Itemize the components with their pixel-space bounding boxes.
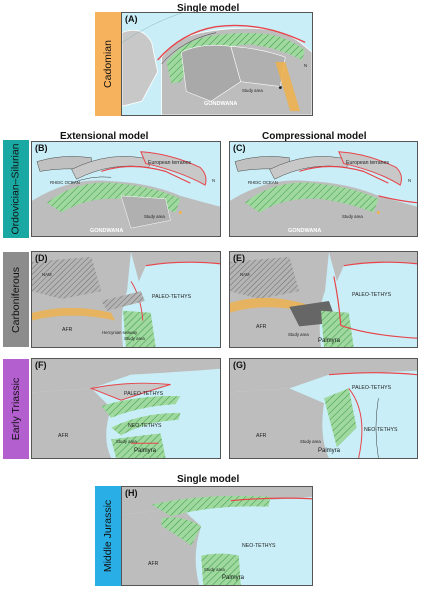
- panel-b-terranes-label: European terranes: [148, 160, 191, 166]
- panel-d-nam-label: NAM: [42, 272, 52, 277]
- panel-h-sea-label: NEO-TETHYS: [242, 543, 276, 549]
- panel-g-sea1-label: PALEO-TETHYS: [352, 385, 392, 391]
- panel-f-sea1-label: PALEO-TETHYS: [124, 391, 164, 397]
- panel-h-afr-label: AFR: [148, 561, 159, 567]
- panel-d-afr-label: AFR: [62, 327, 73, 333]
- panel-c-map: (C) RHEIC OCEAN European terranes GONDWA…: [229, 141, 418, 237]
- panel-h-study-area-label: Study area: [204, 567, 225, 572]
- panel-b-ocean-label: RHEIC OCEAN: [50, 180, 80, 185]
- panel-e-letter: (E): [233, 253, 245, 263]
- panel-a-letter: (A): [125, 14, 138, 24]
- panel-f-study-area-label: Study area: [116, 439, 137, 444]
- period-label-ordovician-silurian: Ordovician–Silurian: [3, 140, 29, 238]
- panel-b-map: (B) RHEIC OCEAN European terranes GONDWA…: [31, 141, 221, 237]
- panel-g-letter: (G): [233, 360, 246, 370]
- panel-f-letter: (F): [35, 360, 47, 370]
- panel-a-north-label: N: [304, 63, 308, 68]
- panel-c-letter: (C): [233, 143, 246, 153]
- panel-e-map: (E) NAM PALEO-TETHYS AFR Study area Palm…: [229, 251, 418, 348]
- panel-b-gondwana-label: GONDWANA: [90, 228, 124, 234]
- panel-b-study-area-label: Study area: [144, 214, 165, 219]
- panel-g-city-label: Palmyra: [318, 448, 341, 454]
- panel-h-city-label: Palmyra: [222, 575, 245, 581]
- header-extensional: Extensional model: [60, 131, 149, 142]
- period-label-middle-jurassic: Middle Jurassic: [95, 486, 121, 586]
- panel-g-afr-label: AFR: [256, 433, 267, 439]
- panel-e-city-label: Palmyra: [318, 338, 341, 344]
- panel-c-terranes-label: European terranes: [346, 160, 389, 166]
- panel-h-letter: (H): [125, 488, 138, 498]
- panel-d-hercynian-label: Hercynian seaway: [102, 330, 138, 335]
- header-single-top: Single model: [177, 3, 240, 14]
- panel-c-ocean-label: RHEIC OCEAN: [248, 180, 278, 185]
- panel-d-letter: (D): [35, 253, 48, 263]
- panel-d-study-area-label: Study area: [124, 336, 145, 341]
- panel-b-letter: (B): [35, 143, 48, 153]
- panel-g-study-area-label: Study area: [300, 439, 321, 444]
- panel-b-north-label: N: [212, 178, 216, 183]
- panel-f-map: (F) PALEO-TETHYS NEO-TETHYS AFR Study ar…: [31, 358, 221, 459]
- panel-f-sea2-label: NEO-TETHYS: [128, 423, 162, 429]
- panel-g-sea2-label: NEO-TETHYS: [364, 427, 398, 433]
- panel-c-gondwana-label: GONDWANA: [288, 228, 322, 234]
- panel-c-north-label: N: [408, 178, 412, 183]
- header-compressional: Compressional model: [262, 131, 367, 142]
- panel-g-map: (G) PALEO-TETHYS NEO-TETHYS AFR Study ar…: [229, 358, 418, 459]
- panel-e-sea-label: PALEO-TETHYS: [352, 292, 392, 298]
- panel-f-city-label: Palmyra: [134, 448, 157, 454]
- panel-c-study-area-label: Study area: [342, 214, 363, 219]
- panel-e-study-area-label: Study area: [288, 332, 309, 337]
- panel-a-study-area-label: Study area: [242, 88, 263, 93]
- panel-h-map: (H) NEO-TETHYS AFR Study area Palmyra: [121, 486, 313, 586]
- panel-e-nam-label: NAM: [240, 272, 250, 277]
- panel-e-afr-label: AFR: [256, 324, 267, 330]
- period-label-cadomian: Cadomian: [95, 12, 121, 116]
- panel-a-gondwana-label: GONDWANA: [204, 101, 238, 107]
- period-label-carboniferous: Carboniferous: [3, 252, 29, 347]
- panel-d-sea-label: PALEO-TETHYS: [152, 294, 192, 300]
- panel-a-map: (A) GONDWANA Study area N: [121, 12, 313, 116]
- header-single-bottom: Single model: [177, 474, 240, 485]
- panel-d-map: (D) NAM PALEO-TETHYS AFR Hercynian seawa…: [31, 251, 221, 348]
- period-label-early-triassic: Early Triassic: [3, 359, 29, 459]
- panel-f-afr-label: AFR: [58, 433, 69, 439]
